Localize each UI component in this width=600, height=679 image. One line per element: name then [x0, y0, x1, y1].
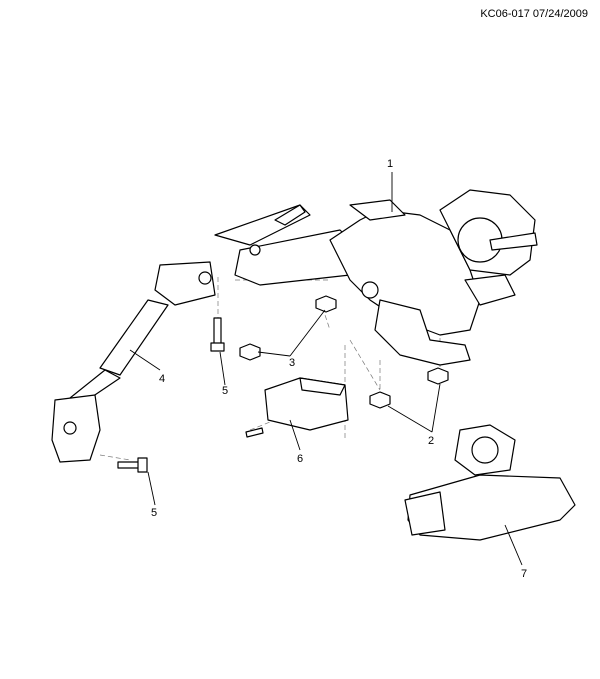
part-5-bolt-lower — [117, 457, 148, 473]
part-3-nuts — [239, 295, 337, 361]
part-2-nuts — [369, 367, 449, 409]
diagram-reference-id: KC06-017 07/24/2009 — [480, 8, 588, 20]
part-6-ignition-switch — [245, 377, 349, 438]
callout-5-lower: 5 — [151, 507, 157, 519]
callout-6: 6 — [297, 453, 303, 465]
callout-2: 2 — [428, 435, 434, 447]
leader-lines — [129, 172, 523, 566]
part-7-lock-housing — [404, 424, 576, 541]
callout-7: 7 — [521, 568, 527, 580]
part-5-bolt-upper — [210, 317, 225, 352]
callout-1: 1 — [387, 158, 393, 170]
part-1-steering-column — [214, 189, 538, 366]
callout-5-upper: 5 — [222, 385, 228, 397]
callout-3: 3 — [289, 357, 295, 369]
callout-4: 4 — [159, 373, 165, 385]
part-4-intermediate-shaft — [51, 261, 216, 463]
